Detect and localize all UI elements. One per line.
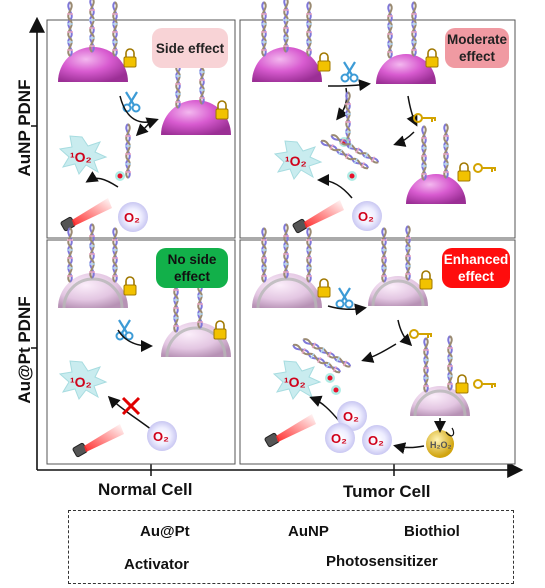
singlet-oxygen-label: ¹O₂ [284,374,306,390]
panel4-content [252,223,497,458]
oxygen-bubble [118,202,148,232]
aupt-particle [368,276,428,306]
oxygen-label: O₂ [343,409,359,424]
aunp-particle [161,100,231,135]
badge-no-side-effect: No side effect [156,248,228,288]
col-label-normal: Normal Cell [98,480,193,499]
legend-box [68,510,514,584]
aupt-particle [252,273,322,308]
aunp-particle [58,47,128,82]
panel2-content [252,0,497,234]
blocked-x-icon [121,396,141,416]
photosensitizer-icon [325,373,335,383]
legend-label-aunp: AuNP [288,523,329,540]
photosensitizer-icon [347,171,357,181]
oxygen-label: O₂ [358,209,374,224]
badge-moderate-effect: Moderate effect [445,28,509,68]
singlet-oxygen-label: ¹O₂ [70,149,92,165]
oxygen-label: O₂ [124,210,140,225]
singlet-oxygen-label: ¹O₂ [70,374,92,390]
oxygen-bubble [147,421,177,451]
peroxide-bubble [426,430,454,458]
oxygen-bubble [325,423,355,453]
legend-label-activator: Activator [124,556,190,573]
legend-label-photosensitizer: Photosensitizer [326,553,438,570]
badge-enhanced-effect: Enhanced effect [442,248,510,288]
panel3-content [58,223,231,458]
badge-side-effect: Side effect [152,28,228,68]
aupt-particle [410,386,470,416]
peroxide-label: H₂O₂ [430,440,452,450]
row-label-aupt: Au@Pt PDNF [15,296,34,404]
row-label-aunp: AuNP PDNF [15,79,34,177]
aupt-particle [58,273,128,308]
aunp-particle [406,174,466,204]
singlet-oxygen-label: ¹O₂ [285,153,307,169]
oxygen-label: O₂ [368,433,384,448]
oxygen-label: O₂ [153,429,169,444]
oxygen-label: O₂ [331,431,347,446]
col-label-tumor: Tumor Cell [343,482,431,501]
aunp-particle [376,54,436,84]
oxygen-bubble [352,201,382,231]
panel1-content [58,0,231,232]
legend-label-biothiol: Biothiol [404,523,460,540]
aunp-particle [252,47,322,82]
legend-label-aupt: Au@Pt [140,523,190,540]
photosensitizer-icon [331,385,341,395]
oxygen-bubble [337,401,367,431]
photosensitizer-icon [115,171,125,181]
oxygen-bubble [362,425,392,455]
